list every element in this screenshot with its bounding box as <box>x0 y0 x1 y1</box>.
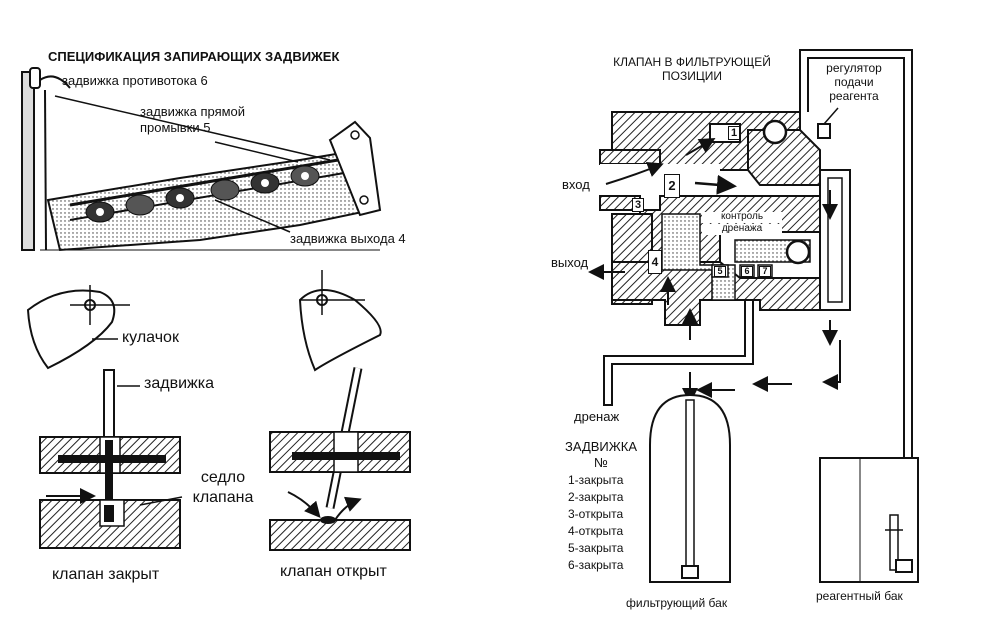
gate-number-5: 5 <box>714 266 726 277</box>
gate-state-6: 6-закрыта <box>568 558 624 572</box>
gate-heading-line2: № <box>594 455 608 470</box>
valve-open-caption: клапан открыт <box>280 563 387 580</box>
counterflow-gate-label: задвижка противотока 6 <box>62 73 208 88</box>
gate-label: задвижка <box>144 375 214 392</box>
valve-seat-label-line1: седло <box>200 469 246 486</box>
gate-heading-line1: ЗАДВИЖКА <box>564 439 638 454</box>
outlet-gate-label: задвижка выхода 4 <box>290 232 406 246</box>
gate-state-2: 2-закрыта <box>568 490 624 504</box>
regulator-label-line1: регулятор <box>826 61 882 75</box>
valve-seat-label-line2: клапана <box>192 489 254 506</box>
schematic-title-line1: КЛАПАН В ФИЛЬТРУЮЩЕЙ <box>613 55 771 69</box>
gate-number-3: 3 <box>632 198 644 212</box>
spec-title: СПЕЦИФИКАЦИЯ ЗАПИРАЮЩИХ ЗАДВИЖЕК <box>48 49 340 64</box>
gate-state-5: 5-закрыта <box>568 541 624 555</box>
regulator-label-line2: подачи <box>834 75 874 89</box>
schematic-title-line2: ПОЗИЦИИ <box>662 69 722 83</box>
gate-state-3: 3-открыта <box>568 507 624 521</box>
regulator-label-line3: реагента <box>829 89 879 103</box>
closed-valve-diagram <box>26 285 183 549</box>
reagent-tank-label: реагентный бак <box>816 589 903 603</box>
filter-tank-label: фильтрующий бак <box>626 596 728 610</box>
gate-number-2: 2 <box>664 174 680 198</box>
gate-state-4: 4-открыта <box>568 524 624 538</box>
gate-number-6: 6 <box>741 266 753 277</box>
outlet-label: выход <box>551 255 589 270</box>
gate-state-1: 1-закрыта <box>568 473 624 487</box>
drain-control-label-line2: дренажа <box>702 223 782 235</box>
inlet-label: вход <box>562 177 590 192</box>
drain-control-label-line1: контроль <box>702 211 782 223</box>
drain-label: дренаж <box>574 409 620 424</box>
filter-position-schematic <box>588 49 919 583</box>
open-valve-diagram <box>269 270 411 551</box>
gate-number-4: 4 <box>648 250 662 274</box>
forward-flush-gate-label-line2: промывки 5 <box>140 120 211 135</box>
valve-closed-caption: клапан закрыт <box>52 566 160 583</box>
valve-assembly-illustration <box>21 67 382 252</box>
cam-label: кулачок <box>122 329 179 346</box>
gate-number-1: 1 <box>728 126 740 140</box>
forward-flush-gate-label-line1: задвижка прямой <box>140 104 246 119</box>
gate-number-7: 7 <box>759 266 771 277</box>
